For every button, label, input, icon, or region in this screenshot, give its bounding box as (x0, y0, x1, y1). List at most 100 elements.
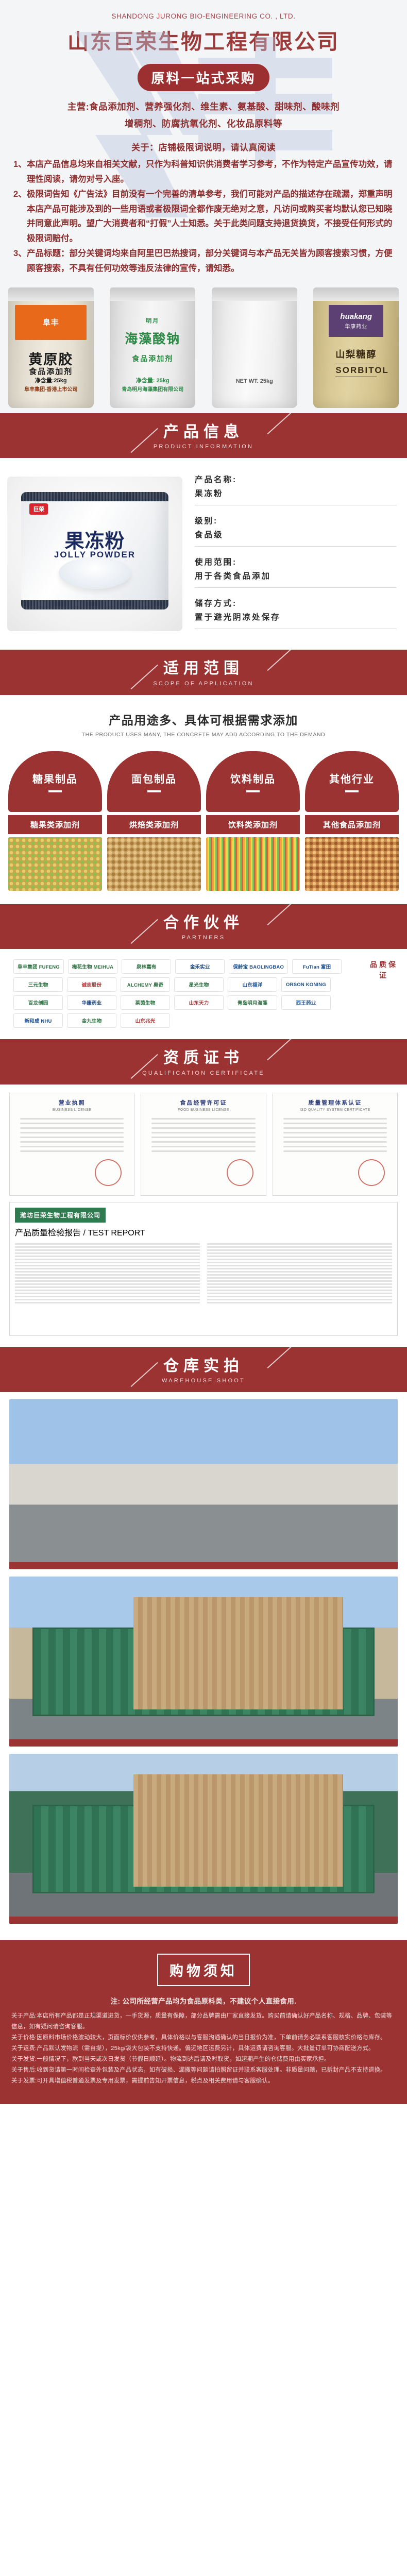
jelly-illustration (59, 557, 131, 589)
partner-logo: 莱茵生物 (121, 995, 170, 1010)
warehouse-photo (9, 1577, 398, 1747)
application-card-list: 糖果制品 糖果类添加剂 面包制品 烘焙类添加剂 饮料制品 饮料类添加剂 其他 (0, 740, 407, 904)
product-bag-gallery: 阜丰 黄原胶 食品添加剂 净含量:25kg 阜丰集团-香港上市公司 明月 海藻酸… (0, 284, 407, 413)
cargo-stack (133, 1597, 344, 1709)
shopping-notice-body: 关于产品:本店所有产品都是正规渠道进货，一手货源，质量有保障，部分品牌需由厂家直… (11, 2011, 396, 2086)
disclaimer-number: 1、 (13, 159, 27, 169)
warehouse-photo-gallery (0, 1392, 407, 1941)
card-photo-candy (8, 837, 102, 891)
card-arch: 其他行业 (305, 751, 399, 812)
card-photo-other (305, 837, 399, 891)
pouch-brand-badge: 巨荣 (29, 503, 48, 515)
section-title-en: PARTNERS (181, 935, 226, 941)
spec-value: 食品级 (195, 531, 224, 540)
card-arch: 糖果制品 (8, 751, 102, 812)
spec-row: 产品名称: 果冻粉 (195, 471, 397, 506)
official-seal-icon (355, 1157, 387, 1189)
card-photo-beverage (206, 837, 300, 891)
bag-brand: 阜丰 (42, 318, 59, 328)
section-banner-warehouse: 仓库实拍 WAREHOUSE SHOOT (0, 1347, 407, 1393)
card-arch: 面包制品 (107, 751, 201, 812)
bag-brand: huakang (340, 312, 372, 321)
product-bag: NET WT. 25kg (204, 284, 306, 413)
shopping-notice-title: 购物须知 (157, 1954, 250, 1987)
section-title-cn: 仓库实拍 (163, 1357, 244, 1375)
partner-logo: 百龙创园 (13, 995, 63, 1010)
disclaimer-number: 2、 (13, 189, 27, 199)
section-title-en: PRODUCT INFORMATION (153, 444, 254, 450)
partner-logo: 山东天力 (174, 995, 224, 1010)
partner-logo: 华康药业 (67, 995, 116, 1010)
photo-accent-strip (9, 1739, 398, 1747)
card-title: 糖果制品 (32, 773, 78, 785)
product-detail-page: SHANDONG JURONG BIO-ENGINEERING CO. , LT… (0, 0, 407, 2104)
hero-section: SHANDONG JURONG BIO-ENGINEERING CO. , LT… (0, 0, 407, 284)
section-banner-product-information: 产品信息 PRODUCT INFORMATION (0, 413, 407, 459)
partner-logo: 金禾实业 (175, 959, 225, 974)
partner-logo: 新和成 NHU (13, 1013, 63, 1028)
section-title-cn: 适用范围 (163, 660, 244, 677)
partner-logo-grid: 阜丰集团 FUFENG 梅花生物 MEIHUA 泉林嘉有 金禾实业 保龄宝 BA… (0, 952, 407, 1028)
certificate-subtitle: FOOD BUSINESS LICENSE (178, 1108, 229, 1112)
product-bag: 明月 海藻酸钠 食品添加剂 净含量: 25kg 青岛明月海藻集团有限公司 (102, 284, 204, 413)
partner-logo: 西王药业 (281, 995, 331, 1010)
partner-logo: 山东兆光 (121, 1013, 170, 1028)
application-card[interactable]: 糖果制品 糖果类添加剂 (8, 751, 102, 891)
spec-value: 用于各类食品添加 (195, 572, 272, 581)
certificate-text-lines (15, 1117, 129, 1152)
card-subtitle: 其他食品添加剂 (305, 815, 399, 834)
test-report-table (15, 1243, 392, 1303)
card-title: 饮料制品 (230, 773, 276, 785)
application-card[interactable]: 其他行业 其他食品添加剂 (305, 751, 399, 891)
scope-headline-en: THE PRODUCT USES MANY, THE CONCRETE MAY … (81, 731, 326, 738)
certificate-subtitle: ISO QUALITY SYSTEM CERTIFICATE (299, 1108, 370, 1112)
disclaimer-text: 本店产品信息均来自相关文献，只作为科普知识供消费者学习参考，不作为特定产品宣传功… (27, 159, 393, 184)
product-bag: 阜丰 黄原胶 食品添加剂 净含量:25kg 阜丰集团-香港上市公司 (0, 284, 102, 413)
disclaimer-number: 3、 (13, 249, 27, 259)
partner-logo: 诚志股份 (67, 977, 116, 992)
spec-row: 储存方式: 置于避光阴凉处保存 (195, 595, 397, 630)
scope-headline-cn: 产品用途多、具体可根据需求添加 (109, 713, 298, 727)
test-report-subheader: 产品质量检验报告 / TEST REPORT (15, 1228, 145, 1238)
card-photo-bread (107, 837, 201, 891)
disclaimer-item: 3、 产品标题：部分关键词均来自阿里巴巴热搜词，部分关键词与本产品无关皆为顾客搜… (13, 246, 394, 276)
photo-accent-strip (9, 1917, 398, 1924)
bag-product-name: 黄原胶 (28, 351, 74, 367)
notice-paragraph: 关于价格:因原料市场价格波动较大，页面标价仅供参考，具体价格以与客服沟通确认的当… (11, 2035, 386, 2041)
bag-company: 青岛明月海藻集团有限公司 (122, 386, 184, 393)
disclaimer-text: 产品标题：部分关键词均来自阿里巴巴热搜词，部分关键词与本产品无关皆为顾客搜索习惯… (27, 249, 393, 274)
certificate-card[interactable]: 食品经营许可证 FOOD BUSINESS LICENSE (141, 1092, 266, 1196)
spec-key: 产品名称: (195, 476, 238, 485)
test-report-card[interactable]: 潍坊巨荣生物工程有限公司 产品质量检验报告 / TEST REPORT (9, 1201, 398, 1336)
spec-key: 储存方式: (195, 599, 238, 608)
application-card[interactable]: 面包制品 烘焙类添加剂 (107, 751, 201, 891)
card-subtitle: 饮料类添加剂 (206, 815, 300, 834)
pouch-product-name-cn: 果冻粉 (64, 531, 125, 553)
certificate-title: 营业执照 (58, 1099, 86, 1106)
section-title-en: SCOPE OF APPLICATION (153, 680, 254, 687)
spec-value: 置于避光阴凉处保存 (195, 613, 281, 622)
bag-product-subtitle: 食品添加剂 (132, 354, 174, 363)
partner-logo: 三元生物 (13, 977, 63, 992)
section-title-en: QUALIFICATION CERTIFICATE (142, 1070, 265, 1076)
spec-row: 使用范围: 用于各类食品添加 (195, 554, 397, 588)
photo-accent-strip (9, 1562, 398, 1570)
card-divider (246, 790, 260, 792)
disclaimer-item: 2、 极限词告知《广告法》目前没有一个完善的清单参考，我们可能对产品的描述存在疏… (13, 187, 394, 247)
certificate-text-lines (278, 1117, 392, 1152)
official-seal-icon (15, 1303, 53, 1335)
application-card[interactable]: 饮料制品 饮料类添加剂 (206, 751, 300, 891)
card-title: 面包制品 (131, 773, 177, 785)
partner-logo: ALCHEMY 奥奇 (121, 977, 170, 992)
warehouse-photo (9, 1754, 398, 1924)
certificate-row: 营业执照 BUSINESS LICENSE 食品经营许可证 FOOD BUSIN… (9, 1092, 398, 1196)
cargo-stack (133, 1774, 344, 1887)
shopping-notice-lead: 注: 公司所经营产品均为食品原料类，不建议个人直接食用. (110, 1997, 297, 2006)
scope-headline: 产品用途多、具体可根据需求添加 THE PRODUCT USES MANY, T… (0, 694, 407, 741)
certificate-card[interactable]: 质量管理体系认证 ISO QUALITY SYSTEM CERTIFICATE (272, 1092, 398, 1196)
bag-net-weight: NET WT. 25kg (235, 378, 273, 384)
test-report-header: 潍坊巨荣生物工程有限公司 (15, 1207, 106, 1223)
disclaimer-text: 极限词告知《广告法》目前没有一个完善的清单参考，我们可能对产品的描述存在疏漏，郑… (27, 189, 393, 244)
certificate-card[interactable]: 营业执照 BUSINESS LICENSE (9, 1092, 135, 1196)
partner-logo: FuTian 富田 (292, 959, 342, 974)
